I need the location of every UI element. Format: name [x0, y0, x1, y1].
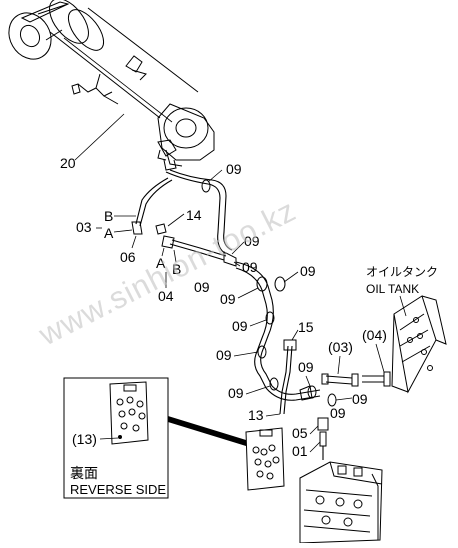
label-20: 20 — [60, 155, 76, 171]
label-B-left: B — [104, 208, 113, 224]
hose-group-middle — [235, 261, 391, 415]
label-14: 14 — [186, 207, 202, 223]
label-06: 06 — [120, 249, 136, 265]
leader-09-k — [335, 397, 353, 401]
label-09-j: 09 — [228, 385, 244, 401]
oil-tank — [391, 295, 447, 394]
label-09-c: 09 — [242, 259, 258, 275]
oil-tank-label-en: OIL TANK — [366, 282, 419, 296]
label-09-g: 09 — [232, 318, 248, 334]
oil-tank-label-jp: オイルタンク — [366, 265, 438, 279]
leader-09-h — [233, 351, 259, 357]
label-01: 01 — [292, 443, 308, 459]
leader-09-c — [233, 261, 241, 267]
label-09-k: 09 — [352, 391, 368, 407]
watermark: www.sinhion-too.kz — [32, 192, 301, 352]
label-09-b: 09 — [244, 233, 260, 249]
leader-09-a — [207, 169, 223, 183]
label-A-left: A — [104, 225, 114, 241]
leader-14 — [167, 213, 185, 227]
inset-pointer — [168, 416, 246, 446]
lower-fittings — [317, 417, 329, 460]
label-04-mid: 04 — [158, 288, 174, 304]
label-15: 15 — [298, 319, 314, 335]
leader-09-b — [231, 241, 245, 255]
label-05: 05 — [292, 425, 308, 441]
leader-15 — [291, 329, 299, 341]
label-03: 03 — [76, 219, 92, 235]
hydraulic-cylinder — [8, 0, 215, 171]
valve-reverse-detail — [245, 427, 285, 491]
leader-13 — [265, 413, 281, 417]
label-09-i: 09 — [298, 359, 314, 375]
label-B-mid: B — [172, 261, 181, 277]
leader-09-j — [245, 385, 271, 395]
label-13: 13 — [248, 407, 264, 423]
inset-reverse-jp: 裏面 — [70, 465, 98, 481]
label-03-paren: (03) — [328, 339, 353, 355]
leader-06 — [131, 235, 137, 249]
leader-09-g — [249, 319, 267, 327]
leader-09-d — [283, 271, 299, 283]
leader-20 — [74, 113, 125, 161]
leader-A-mid — [161, 247, 165, 257]
leader-03-paren — [337, 355, 341, 375]
leader-oil-tank — [399, 295, 407, 317]
leader-A-left — [113, 229, 133, 233]
leader-inset-13 — [99, 437, 119, 440]
inset-label-13: (13) — [72, 431, 97, 447]
leader-01 — [309, 441, 321, 453]
label-09-e: 09 — [194, 279, 210, 295]
label-04-paren: (04) — [362, 327, 387, 343]
leader-05 — [309, 425, 319, 435]
leader-B-mid — [173, 249, 177, 263]
inset-reverse-en: REVERSE SIDE — [70, 482, 166, 497]
label-09-d: 09 — [300, 263, 316, 279]
label-09-a: 09 — [226, 161, 242, 177]
control-valve — [299, 461, 383, 544]
leader-09-f — [237, 287, 259, 299]
leader-09-i — [305, 375, 311, 387]
label-09-f: 09 — [220, 291, 236, 307]
label-A-mid: A — [156, 255, 166, 271]
label-09-l: 09 — [330, 405, 346, 421]
hose-group-upper — [131, 169, 237, 267]
label-09-h: 09 — [216, 347, 232, 363]
leader-04-paren — [375, 343, 385, 373]
